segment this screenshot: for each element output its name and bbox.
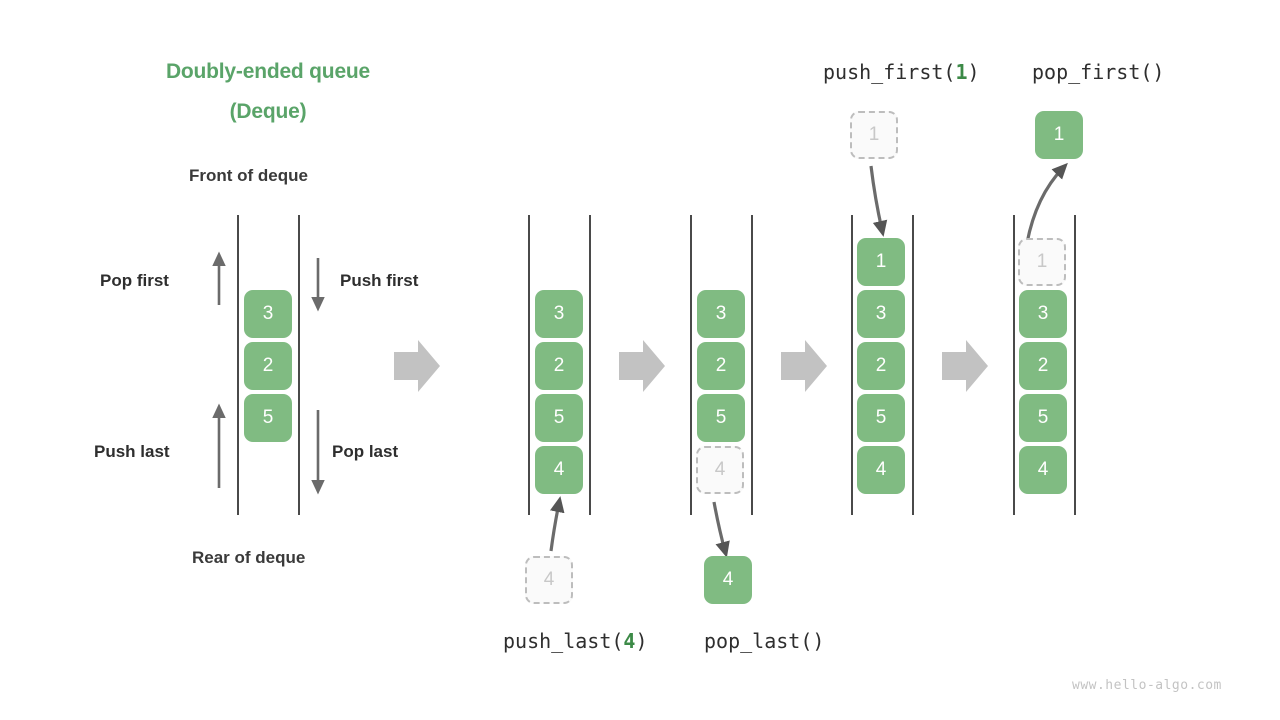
deque-cell: 3 (857, 290, 905, 338)
diagram-title-line2: (Deque) (229, 100, 307, 123)
deque-cell: 2 (1019, 342, 1067, 390)
push-last-paren-open: ( (611, 629, 624, 653)
deque-rail-left (237, 215, 239, 515)
rear-of-deque-label: Rear of deque (192, 548, 306, 567)
deque-rail-right (751, 215, 753, 515)
deque-rail-left (851, 215, 853, 515)
push-last-label: Push last (94, 442, 170, 461)
push-last-argument: 4 (623, 629, 636, 653)
deque-cell: 5 (1019, 394, 1067, 442)
deque-cell: 4 (535, 446, 583, 494)
push-last-paren-close: ) (635, 629, 648, 653)
deque-cell: 5 (697, 394, 745, 442)
deque-cell: 5 (857, 394, 905, 442)
deque-rail-left (690, 215, 692, 515)
deque-cell: 4 (857, 446, 905, 494)
pop-first-paren-close: ) (1152, 60, 1165, 84)
deque-rail-left (1013, 215, 1015, 515)
push-first-argument: 1 (955, 60, 968, 84)
pop-last-paren-close: ) (812, 629, 825, 653)
deque-cell: 3 (244, 290, 292, 338)
pop-last-label: Pop last (332, 442, 399, 461)
flow-arrow-4 (942, 340, 988, 392)
deque-cell: 3 (697, 290, 745, 338)
outgoing-element: 4 (704, 556, 752, 604)
push-first-signature: push_first(1) (823, 60, 980, 84)
deque-cell: 2 (697, 342, 745, 390)
pop-last-motion-arrow (712, 501, 730, 558)
incoming-element-ghost: 1 (850, 111, 898, 159)
deque-rail-right (589, 215, 591, 515)
push-first-fn-name: push_first (823, 60, 944, 84)
deque-cell-ghost: 1 (1018, 238, 1066, 286)
outgoing-element: 1 (1035, 111, 1083, 159)
flow-arrow-1 (394, 340, 440, 392)
push-first-paren-open: ( (943, 60, 956, 84)
deque-cell: 3 (1019, 290, 1067, 338)
deque-cell: 5 (244, 394, 292, 442)
pop-last-fn-name: pop_last (704, 629, 801, 653)
deque-cell: 4 (1019, 446, 1067, 494)
watermark: www.hello-algo.com (1072, 678, 1222, 693)
incoming-element-ghost: 4 (525, 556, 573, 604)
diagram-title-line1: Doubly-ended queue (165, 60, 371, 83)
flow-arrow-3 (781, 340, 827, 392)
deque-rail-right (912, 215, 914, 515)
pop-first-label: Pop first (100, 271, 169, 290)
deque-cell: 5 (535, 394, 583, 442)
pop-first-signature: pop_first() (1032, 60, 1164, 84)
deque-cell: 2 (857, 342, 905, 390)
pop-last-signature: pop_last() (704, 629, 824, 653)
pop-first-paren-open: ( (1140, 60, 1153, 84)
deque-rail-right (298, 215, 300, 515)
push-last-signature: push_last(4) (503, 629, 648, 653)
pop-last-paren-open: ( (800, 629, 813, 653)
deque-cell-ghost: 4 (696, 446, 744, 494)
push-first-motion-arrow (869, 165, 888, 237)
deque-cell: 3 (535, 290, 583, 338)
front-of-deque-label: Front of deque (189, 166, 308, 185)
push-first-paren-close: ) (967, 60, 980, 84)
flow-arrow-2 (619, 340, 665, 392)
push-last-motion-arrow (549, 496, 565, 552)
deque-cell: 2 (535, 342, 583, 390)
deque-rail-left (528, 215, 530, 515)
pop-first-motion-arrow (1025, 162, 1068, 244)
deque-cell: 1 (857, 238, 905, 286)
deque-rail-right (1074, 215, 1076, 515)
pop-first-fn-name: pop_first (1032, 60, 1141, 84)
push-last-fn-name: push_last (503, 629, 612, 653)
push-first-label: Push first (340, 271, 419, 290)
deque-cell: 2 (244, 342, 292, 390)
